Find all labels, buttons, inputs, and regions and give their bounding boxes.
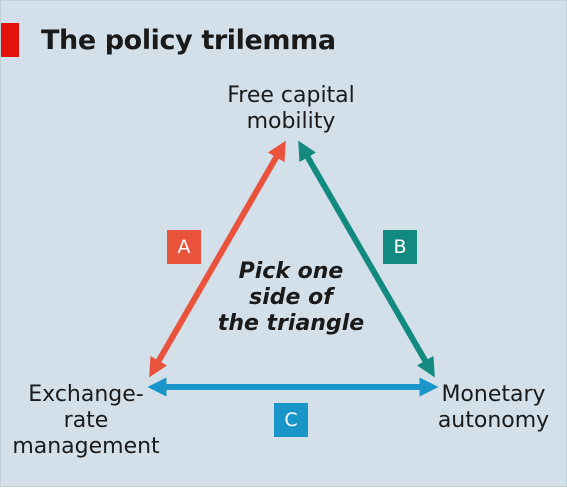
node-exchange-rate-management: Exchange- rate management	[12, 382, 160, 459]
side-a-arrow	[149, 140, 286, 378]
side-b-arrow	[298, 140, 435, 378]
side-c-badge: C	[274, 403, 308, 437]
brand-tag	[1, 23, 19, 57]
side-b-badge: B	[383, 230, 417, 264]
node-monetary-autonomy: Monetary autonomy	[437, 382, 550, 433]
side-a-badge: A	[167, 230, 201, 264]
node-free-capital-mobility: Free capital mobility	[227, 83, 355, 134]
diagram-title: The policy trilemma	[41, 25, 336, 56]
center-instruction: Pick one side of the triangle	[217, 259, 365, 336]
